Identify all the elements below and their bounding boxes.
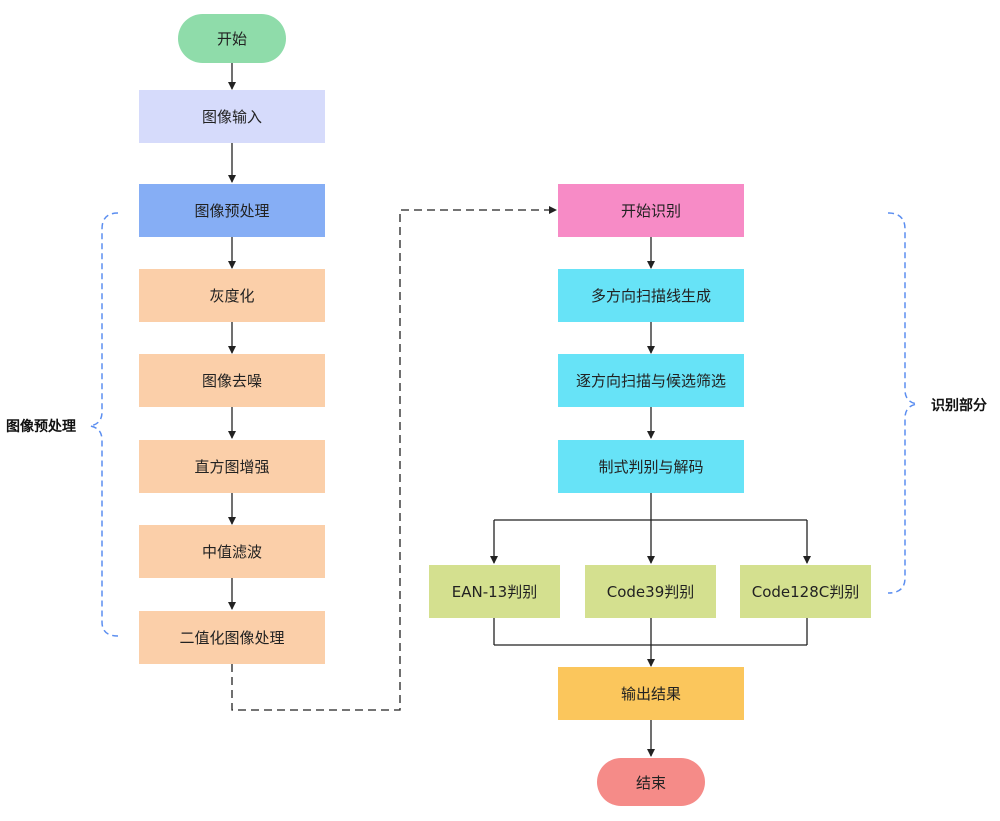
start-terminal: 开始 bbox=[178, 14, 286, 63]
dashed-link-binarize-to-recognition bbox=[231, 206, 557, 711]
output-box: 输出结果 bbox=[558, 667, 744, 720]
preprocess-group-label: 图像预处理 bbox=[6, 419, 76, 435]
preprocess-box: 图像预处理 bbox=[139, 184, 325, 237]
image-input-box: 图像输入 bbox=[139, 90, 325, 143]
recognition-group-label: 识别部分 bbox=[931, 398, 987, 414]
scan-filter-box: 逐方向扫描与候选筛选 bbox=[558, 354, 744, 407]
grayscale-box: 灰度化 bbox=[139, 269, 325, 322]
denoise-box: 图像去噪 bbox=[139, 354, 325, 407]
hist-eq-box: 直方图增强 bbox=[139, 440, 325, 493]
ean13-box: EAN-13判别 bbox=[429, 565, 560, 618]
binarize-box: 二值化图像处理 bbox=[139, 611, 325, 664]
end-terminal: 结束 bbox=[597, 758, 705, 806]
code39-box: Code39判别 bbox=[585, 565, 716, 618]
code128c-box: Code128C判别 bbox=[740, 565, 871, 618]
preprocess-brace bbox=[89, 212, 119, 637]
scanline-gen-box: 多方向扫描线生成 bbox=[558, 269, 744, 322]
recognition-brace bbox=[887, 212, 918, 594]
median-filter-box: 中值滤波 bbox=[139, 525, 325, 578]
start-recognition-box: 开始识别 bbox=[558, 184, 744, 237]
decode-box: 制式判别与解码 bbox=[558, 440, 744, 493]
